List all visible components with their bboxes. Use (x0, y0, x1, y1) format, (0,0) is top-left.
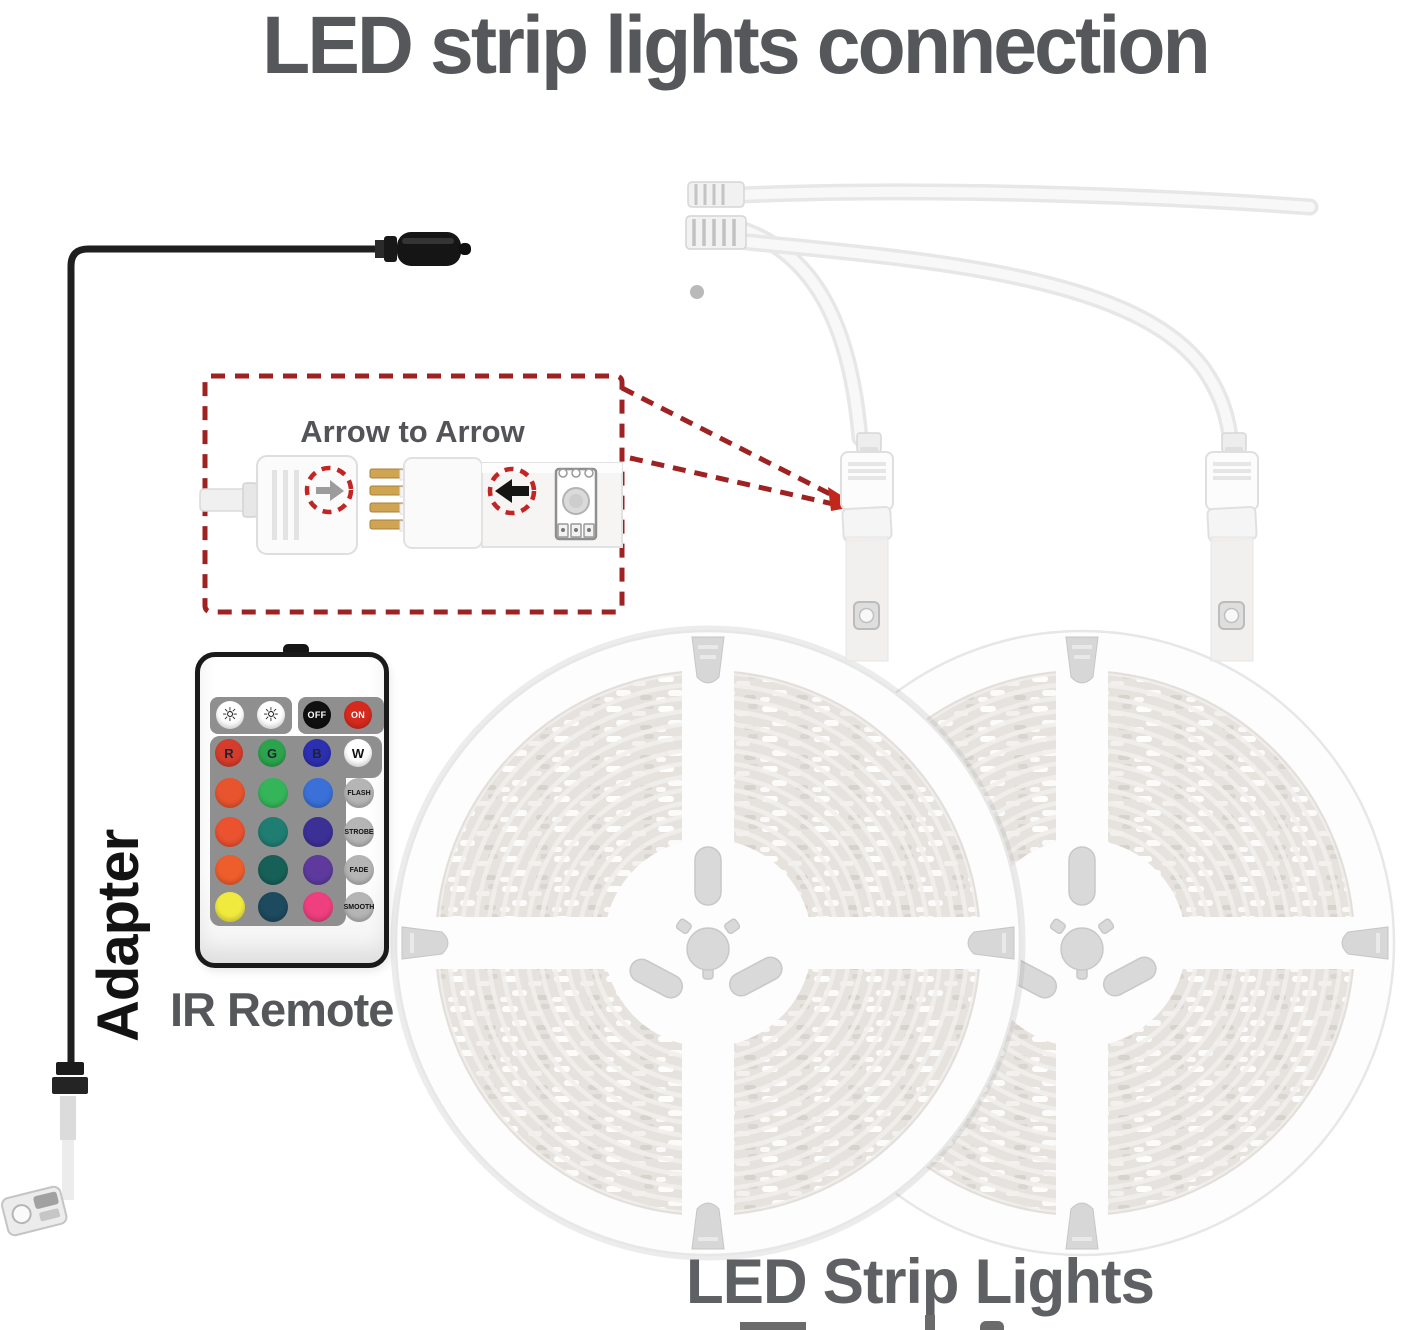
remote-color-button (258, 778, 288, 808)
ir-remote-label: IR Remote (170, 983, 394, 1036)
adapter-plug-end (1, 1062, 88, 1237)
cable-coupling-connectors (685, 181, 747, 299)
molded-arrow-mark (316, 480, 344, 501)
remote-smooth-button: SMOOTH (344, 892, 374, 922)
remote-fade-button: FADE (344, 855, 374, 885)
remote-color-button (303, 817, 333, 847)
led-chip (554, 467, 598, 541)
power-on-button: ON (344, 701, 372, 729)
remote-color-button (215, 892, 245, 922)
remote-color-button (258, 892, 288, 922)
remote-flash-button: FLASH (344, 778, 374, 808)
remote-color-button (258, 855, 288, 885)
arrow-highlight-circle-right (487, 466, 537, 516)
strip-connector-left (840, 432, 894, 662)
page-title: LED strip lights connection (262, 0, 1211, 91)
brightness-down-button: ☼ (216, 701, 244, 729)
clipped-text-fragment (740, 1322, 806, 1330)
adapter-label: Adapter (86, 829, 151, 1042)
remote-color-button (215, 855, 245, 885)
wall-screw-dot (690, 285, 704, 299)
strip-connector-right (1205, 432, 1259, 662)
remote-color-button (303, 855, 333, 885)
callout-connector-illustration (199, 455, 623, 555)
remote-white-button: W (344, 739, 372, 767)
power-off-button: OFF (303, 701, 331, 729)
arrow-to-arrow-label: Arrow to Arrow (300, 414, 525, 449)
led-reel-left (390, 625, 1026, 1261)
adapter-cable (1, 232, 471, 1237)
brightness-down-icon: ☼ (221, 703, 239, 726)
white-cables (733, 183, 1319, 455)
remote-strobe-button: STROBE (344, 817, 374, 847)
strip-end-segment (399, 457, 623, 549)
remote-color-button (303, 778, 333, 808)
dc-barrel-connector (375, 232, 471, 266)
remote-color-button (215, 778, 245, 808)
connector-pins (369, 468, 405, 530)
remote-blue-button: B (303, 739, 331, 767)
clipped-text-fragment (980, 1321, 1004, 1330)
strip-plug-connector (256, 455, 358, 555)
remote-color-button (215, 817, 245, 847)
remote-red-button: R (215, 739, 243, 767)
brightness-up-button: ☼ (257, 701, 285, 729)
clipped-text-fragment (925, 1315, 935, 1330)
led-strip-lights-label: LED Strip Lights (686, 1247, 1155, 1317)
brightness-up-icon: ☼ (262, 703, 280, 726)
arrow-highlight-circle-left (304, 465, 354, 515)
remote-color-button (258, 817, 288, 847)
direction-arrow-on-strip (495, 479, 529, 503)
remote-green-button: G (258, 739, 286, 767)
remote-color-button (303, 892, 333, 922)
